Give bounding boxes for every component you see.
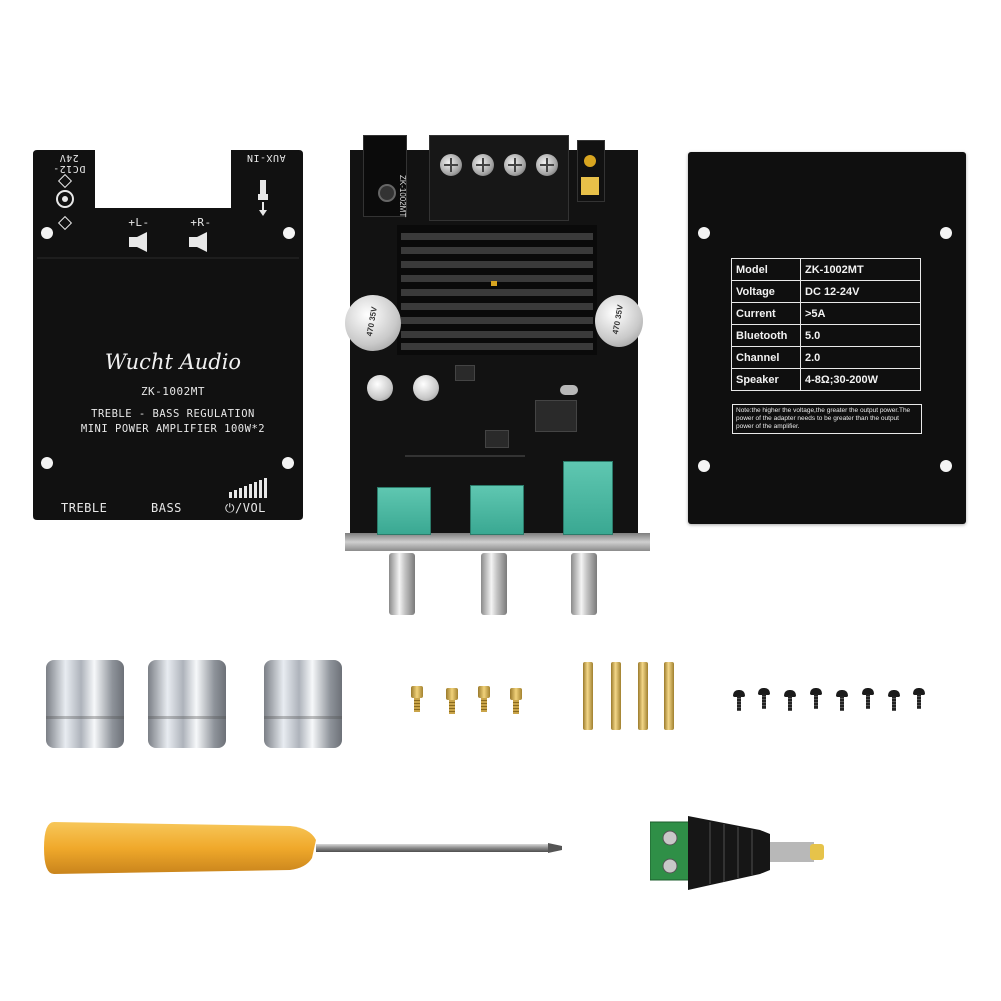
feature-line-2: MINI POWER AMPLIFIER 100W*2 bbox=[80, 423, 266, 435]
spec-note: Note:the higher the voltage,the greater … bbox=[732, 404, 922, 434]
screw-bolt bbox=[888, 690, 900, 712]
aux-jack bbox=[577, 140, 605, 202]
volume-shaft bbox=[571, 553, 597, 615]
brass-standoff-short bbox=[478, 686, 490, 712]
mount-hole bbox=[698, 227, 710, 239]
volume-bars-icon bbox=[229, 478, 267, 498]
dc-barrel-adapter bbox=[650, 816, 824, 890]
volume-pot bbox=[563, 461, 613, 535]
screw-bolt bbox=[733, 690, 745, 712]
aux-jack-icon bbox=[258, 180, 268, 216]
front-panel-shape bbox=[33, 150, 303, 520]
mount-hole bbox=[41, 457, 53, 469]
treble-label: TREBLE bbox=[61, 501, 108, 515]
spec-value: 2.0 bbox=[800, 346, 921, 369]
spec-key: Model bbox=[731, 258, 801, 281]
screw-bolt bbox=[758, 688, 770, 710]
spec-value: 4-8Ω;30-200W bbox=[800, 368, 921, 391]
right-speaker-label: +R- bbox=[190, 216, 212, 229]
heatsink bbox=[397, 225, 597, 355]
volume-label: ⏻/VOL bbox=[225, 501, 266, 515]
mount-hole bbox=[698, 460, 710, 472]
spec-value: DC 12-24V bbox=[800, 280, 921, 303]
spec-key: Channel bbox=[731, 346, 801, 369]
spec-row: Current>5A bbox=[731, 302, 921, 325]
brass-standoff-short bbox=[510, 688, 522, 714]
dc-power-icon bbox=[56, 190, 74, 208]
capacitor bbox=[345, 295, 401, 351]
amplifier-board: ZK-1002MT 470 35V 470 35V bbox=[345, 135, 650, 615]
speaker-terminal-block bbox=[429, 135, 569, 221]
capacitor bbox=[413, 375, 439, 401]
aux-label: AUX-IN bbox=[246, 152, 286, 163]
screwdriver bbox=[44, 822, 562, 874]
bass-pot bbox=[470, 485, 524, 535]
brass-standoff-long bbox=[583, 662, 593, 730]
model-label: ZK-1002MT bbox=[140, 385, 206, 398]
spec-value: >5A bbox=[800, 302, 921, 325]
volume-knob bbox=[46, 660, 124, 748]
mount-hole bbox=[41, 227, 53, 239]
brass-standoff-short bbox=[411, 686, 423, 712]
mount-hole bbox=[940, 227, 952, 239]
ic-chip bbox=[485, 430, 509, 448]
board-model-label: ZK-1002MT bbox=[398, 175, 407, 218]
spec-key: Speaker bbox=[731, 368, 801, 391]
bass-shaft bbox=[481, 553, 507, 615]
spec-value: ZK-1002MT bbox=[800, 258, 921, 281]
left-speaker-label: +L- bbox=[128, 216, 150, 229]
power-label: DC12-24V bbox=[52, 152, 86, 174]
front-panel: DC12-24V AUX-IN +L- +R- Wucht Audio ZK-1… bbox=[33, 150, 303, 520]
spec-key: Current bbox=[731, 302, 801, 325]
spec-value: 5.0 bbox=[800, 324, 921, 347]
brass-standoff-long bbox=[611, 662, 621, 730]
capacitor bbox=[595, 295, 643, 347]
bass-label: BASS bbox=[151, 501, 182, 515]
treble-pot bbox=[377, 487, 431, 535]
screw-bolt bbox=[862, 688, 874, 710]
volume-knob bbox=[264, 660, 342, 748]
volume-knob bbox=[148, 660, 226, 748]
crystal bbox=[560, 385, 578, 395]
dc-jack bbox=[363, 135, 407, 217]
bluetooth-chip bbox=[535, 400, 577, 432]
spec-key: Bluetooth bbox=[731, 324, 801, 347]
treble-shaft bbox=[389, 553, 415, 615]
brass-standoff-long bbox=[638, 662, 648, 730]
brand-name: Wucht Audio bbox=[104, 350, 242, 374]
brass-standoff-short bbox=[446, 688, 458, 714]
mount-hole bbox=[282, 457, 294, 469]
screw-bolt bbox=[784, 690, 796, 712]
brass-standoff-long bbox=[664, 662, 674, 730]
screw-bolt bbox=[836, 690, 848, 712]
ic-chip bbox=[455, 365, 475, 381]
spec-key: Voltage bbox=[731, 280, 801, 303]
mount-hole bbox=[940, 460, 952, 472]
mount-hole bbox=[283, 227, 295, 239]
speaker-icons bbox=[129, 232, 207, 252]
screw-bolt bbox=[810, 688, 822, 710]
feature-line-1: TREBLE - BASS REGULATION bbox=[91, 408, 255, 420]
capacitor bbox=[367, 375, 393, 401]
screw-bolt bbox=[913, 688, 925, 710]
